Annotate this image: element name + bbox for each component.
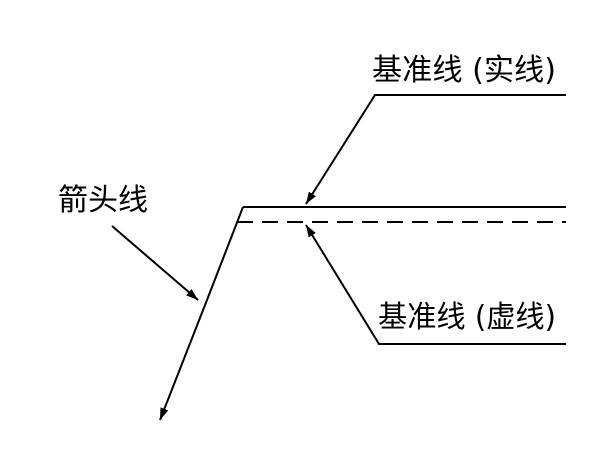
arrow-line-shaft (159, 299, 208, 421)
arrow-line-label: 箭头线 (58, 183, 148, 218)
reference-solid-label-leader (305, 94, 566, 205)
reference-line-solid-label: 基准线 (实线) (372, 53, 556, 88)
arrow-line (159, 206, 244, 421)
arrow-line-label-leader (111, 225, 199, 301)
reference-dashed-label-leader (305, 224, 566, 345)
reference-line-dashed-label: 基准线 (虚线) (378, 300, 556, 335)
arrow-line-upper-bend (206, 206, 244, 301)
